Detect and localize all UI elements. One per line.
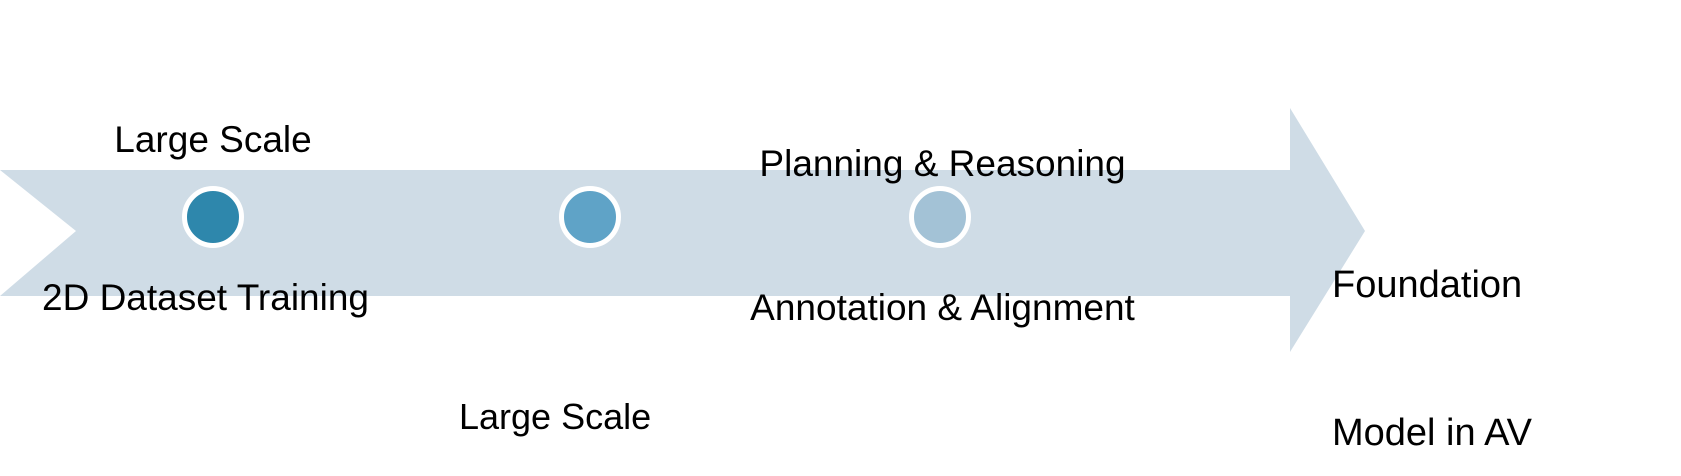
milestone-label-stage-3-line-2: Annotation & Alignment — [750, 287, 1135, 329]
arrow-shape — [0, 108, 1365, 352]
milestone-label-stage-1: Large Scale 2D Dataset Training — [42, 20, 384, 419]
outcome-label: Foundation Model in AV — [1332, 162, 1532, 476]
milestone-label-stage-1-line-1: Large Scale — [114, 119, 312, 161]
milestone-label-stage-2: Large Scale 3D Dataset Fine-tuning — [459, 300, 652, 476]
milestone-dot-stage-2[interactable] — [559, 186, 621, 248]
milestone-label-stage-1-line-2: 2D Dataset Training — [42, 277, 370, 319]
outcome-label-line-1: Foundation — [1332, 263, 1523, 306]
milestone-label-stage-2-line-1: Large Scale — [459, 395, 652, 437]
milestone-dot-stage-1[interactable] — [182, 186, 244, 248]
milestone-label-stage-3-line-1: Planning & Reasoning — [759, 143, 1126, 185]
milestone-label-stage-3: Planning & Reasoning Annotation & Alignm… — [735, 44, 1150, 429]
outcome-label-line-2: Model in AV — [1332, 411, 1532, 454]
milestone-dot-stage-3[interactable] — [909, 186, 971, 248]
